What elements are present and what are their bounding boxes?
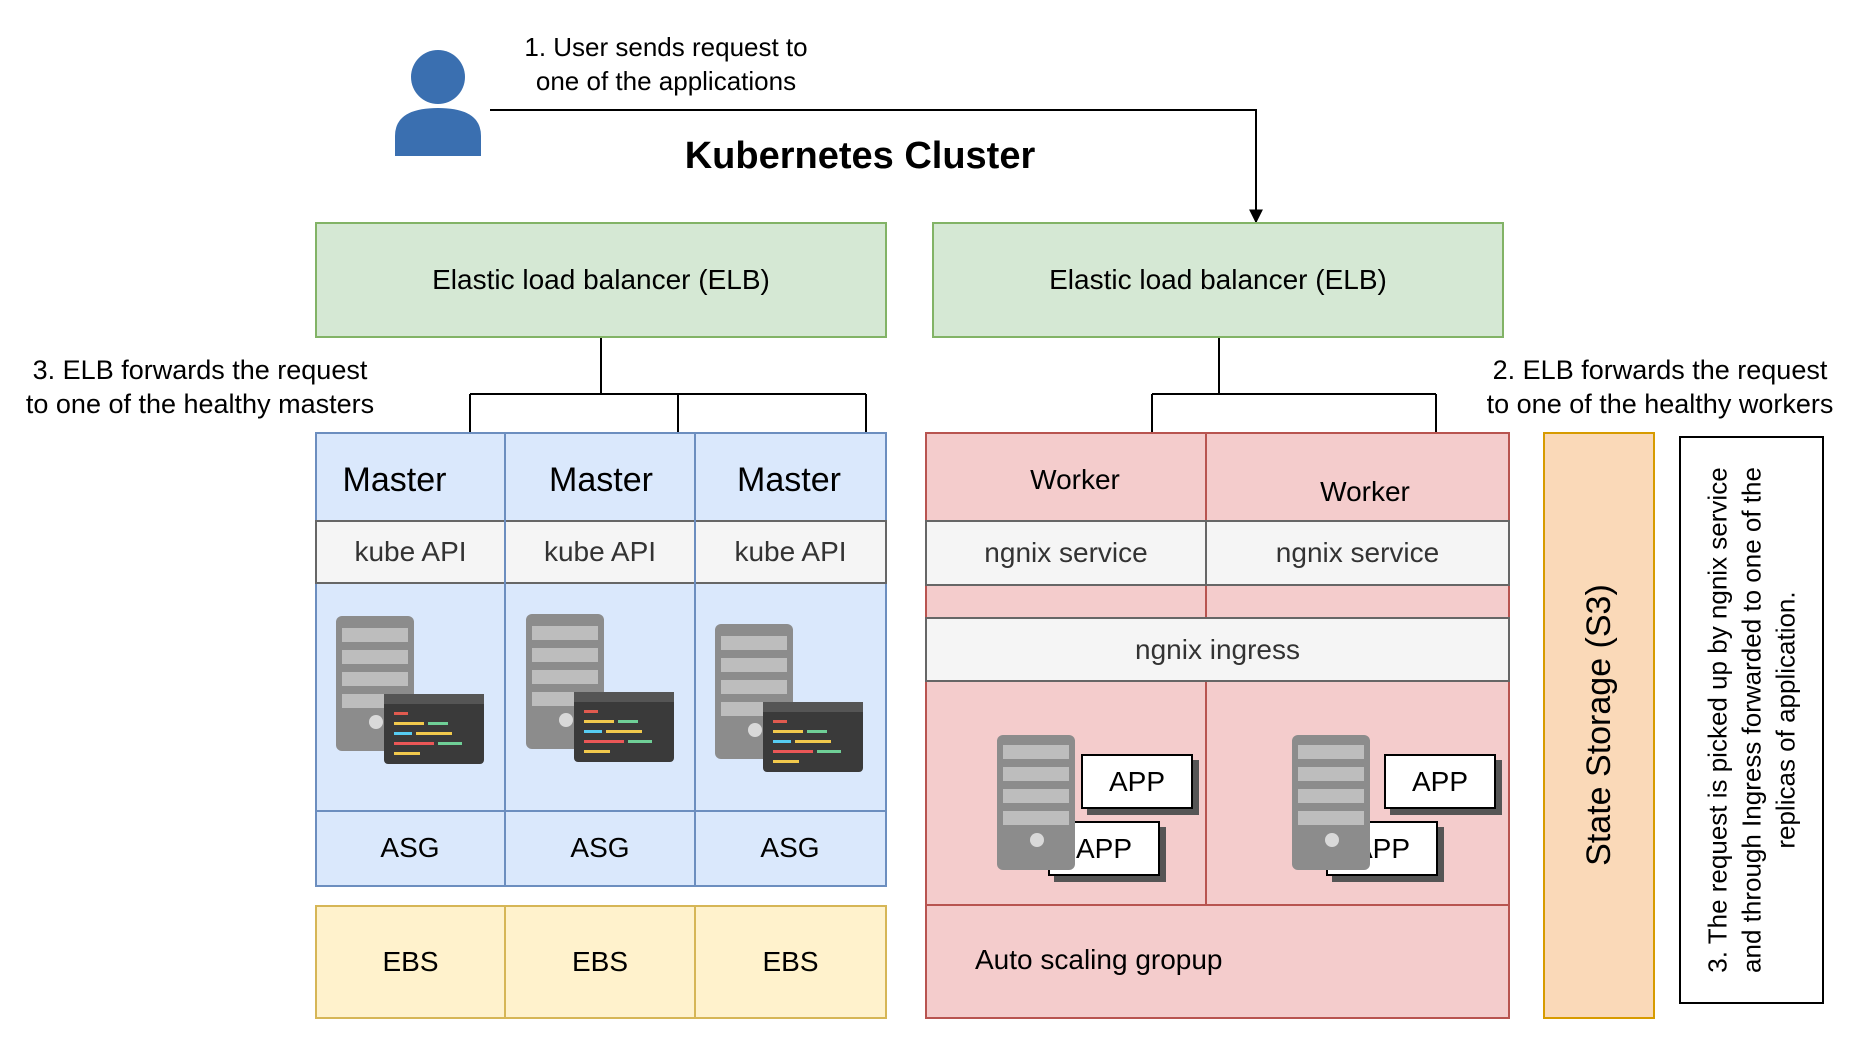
note-line: 3. ELB forwards the request [32, 355, 368, 385]
server-icon [336, 616, 486, 766]
elb-masters-note: 3. ELB forwards the request to one of th… [10, 353, 390, 421]
ebs-volume: EBS [315, 905, 506, 1019]
master-title: Master [737, 460, 841, 499]
auto-scaling-label: Auto scaling gropup [975, 944, 1223, 975]
ngnix-ingress: ngnix ingress [925, 617, 1510, 682]
code-window-icon [384, 694, 484, 764]
elb-right: Elastic load balancer (ELB) [932, 222, 1504, 338]
note-line: to one of the healthy masters [25, 389, 375, 419]
note-line: 2. ELB forwards the request [1492, 355, 1828, 385]
kube-api: kube API [504, 520, 696, 584]
note-line: 1. User sends request to [524, 32, 808, 62]
server-icon [715, 624, 865, 774]
app-box: APP [1081, 754, 1193, 809]
note-line: one of the applications [535, 66, 797, 96]
ngnix-service: ngnix service [925, 520, 1207, 586]
worker-title: Worker [1030, 464, 1120, 495]
ebs-volume: EBS [694, 905, 887, 1019]
master-divider [694, 432, 696, 887]
ngnix-service: ngnix service [1205, 520, 1510, 586]
server-icon [1292, 735, 1370, 870]
ingress-note-box: 3. The request is picked up by ngnix ser… [1679, 436, 1824, 1004]
worker-title: Worker [1320, 476, 1410, 507]
code-window-icon [574, 692, 674, 762]
state-storage-label: State Storage (S3) [1579, 584, 1618, 866]
asg-label: ASG [570, 832, 630, 863]
kube-api: kube API [694, 520, 887, 584]
app-box: APP [1384, 754, 1496, 809]
state-storage: State Storage (S3) [1543, 432, 1655, 1019]
code-window-icon [763, 702, 863, 772]
note-line: to one of the healthy workers [1486, 389, 1834, 419]
kube-api: kube API [315, 520, 506, 584]
elb-workers-note: 2. ELB forwards the request to one of th… [1468, 353, 1852, 421]
note-line: replicas of application. [1770, 591, 1801, 849]
server-icon [997, 735, 1075, 870]
user-request-arrow [490, 109, 1263, 224]
ebs-volume: EBS [504, 905, 696, 1019]
elb-left: Elastic load balancer (ELB) [315, 222, 887, 338]
server-icon [526, 614, 676, 764]
user-icon [395, 50, 481, 156]
note-line: 3. The request is picked up by ngnix ser… [1702, 467, 1733, 973]
asg-label: ASG [760, 832, 820, 863]
note-line: and through Ingress forwarded to one of … [1736, 467, 1767, 973]
asg-divider [925, 904, 1510, 906]
user-request-note: 1. User sends request to one of the appl… [496, 30, 836, 98]
asg-divider [315, 810, 887, 812]
master-divider [504, 432, 506, 887]
master-title: Master [549, 460, 653, 499]
master-title: Master [342, 460, 447, 499]
diagram-title: Kubernetes Cluster [684, 134, 1036, 177]
asg-label: ASG [380, 832, 440, 863]
ingress-note: 3. The request is picked up by ngnix ser… [1701, 438, 1803, 1003]
